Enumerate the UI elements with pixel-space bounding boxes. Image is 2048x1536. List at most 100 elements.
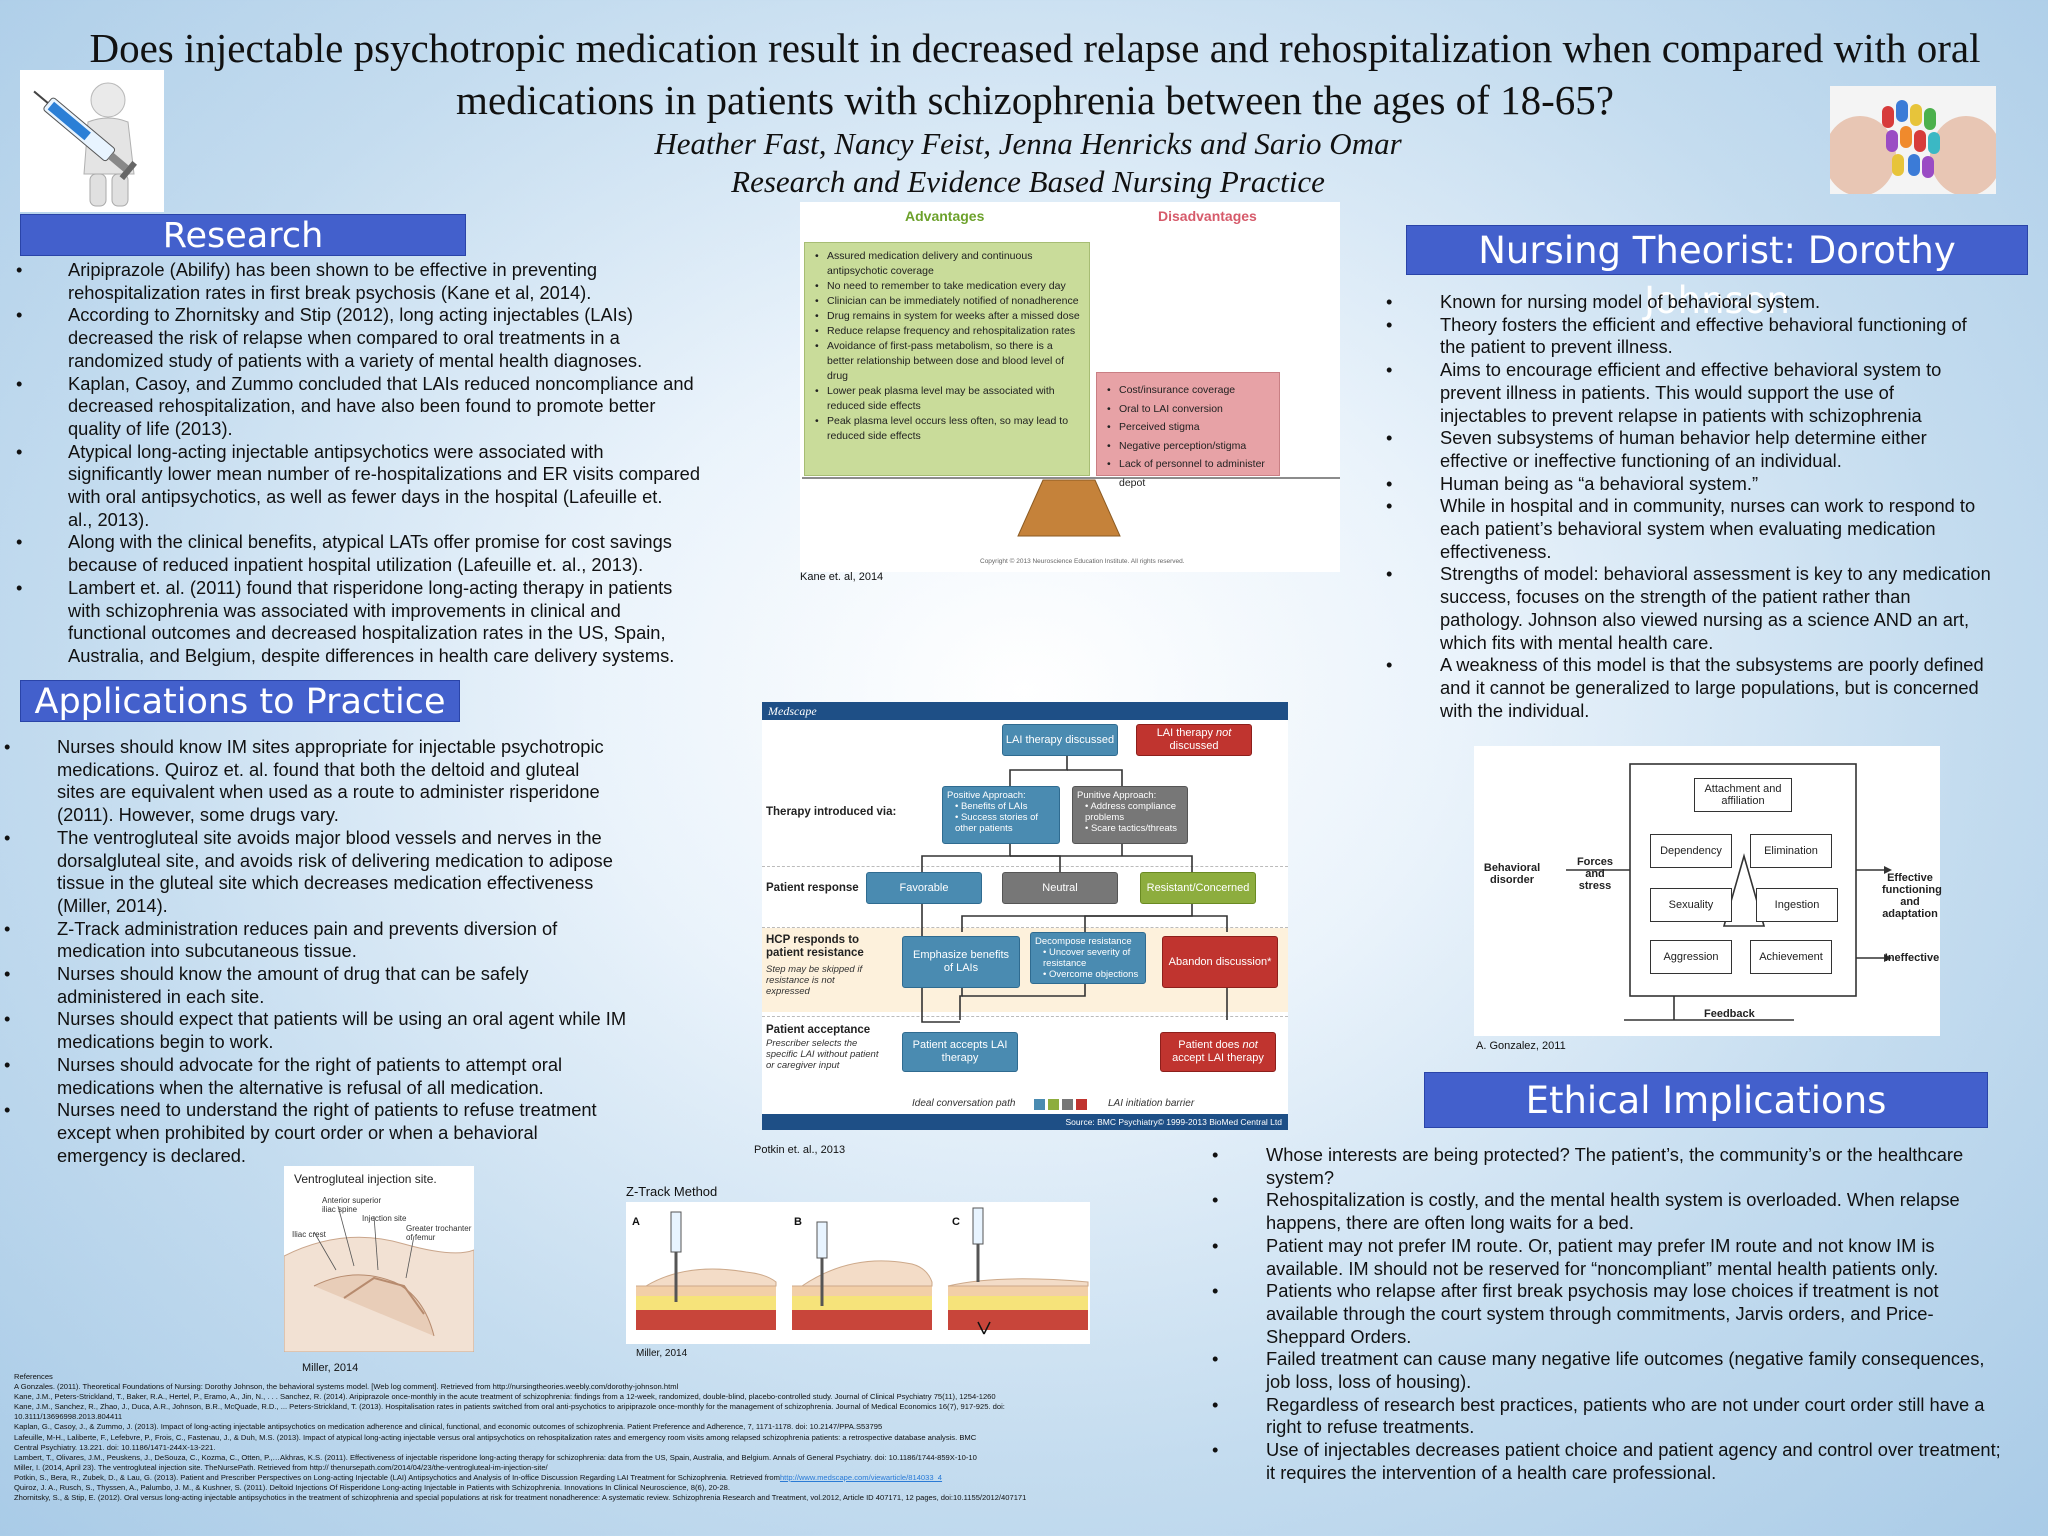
bullet-item: Regardless of research best practices, p… [1210,1394,2046,1439]
title-line-2: medications in patients with schizophren… [456,77,1614,123]
reference-text: Miller, I. (2014, April 23). The ventrog… [14,1462,548,1472]
potkin-link[interactable]: http://www.medscape.com/viewarticle/8140… [779,1472,943,1482]
label-trochanter: Greater trochanter of femur [406,1224,472,1242]
syringe-figure-image [20,70,164,212]
bullet-item: Z-Track administration reduces pain and … [2,918,722,963]
bullet-line: The ventrogluteal site avoids major bloo… [57,826,602,848]
legend-barrier: LAI initiation barrier [1108,1098,1195,1109]
bullet-line: with oral antipsychotics, as well as few… [68,486,663,508]
bullet-line: effectiveness. [1440,540,1552,562]
box-title: Decompose resistance [1035,936,1132,947]
bullet-line: emergency is declared. [57,1144,246,1166]
bullet-line: with schizophrenia was associated with i… [68,599,621,621]
bullet-line: injectables to prevent relapse in patien… [1440,404,1922,426]
authors: Heather Fast, Nancy Feist, Jenna Henrick… [654,126,1402,161]
feedback-label: Feedback [1704,1008,1755,1020]
reference-line: Kane, J.M., Sanchez, R., Zhao, J., Duca,… [14,1402,1204,1412]
bullet-line: functional outcomes and decreased hospit… [68,622,666,644]
bullet-line: happens, there are often long waits for … [1266,1212,1634,1234]
bullet-item: Atypical long-acting injectable antipsyc… [14,441,774,532]
ethics-heading: Ethical Implications [1424,1072,1988,1128]
behavioral-disorder-label: Behavioral disorder [1483,862,1541,886]
disadvantages-box: Cost/insurance coverageOral to LAI conve… [1096,372,1280,489]
bullet-item: Aripiprazole (Abilify) has been shown to… [14,259,774,304]
row-acceptance-sub: Prescriber selects the specific LAI with… [766,1038,879,1071]
advantage-item: Assured medication delivery and continuo… [815,249,1081,279]
pills-figure-image [1830,86,1996,194]
row-hcp-label: HCP responds to patient resistance [766,934,864,959]
bullet-item: Known for nursing model of behavioral sy… [1384,291,2034,314]
reference-line: Central Psychiatry. 13.221. doi: 10.1186… [14,1443,1204,1453]
bullet-line: Nurses should expect that patients will … [57,1008,627,1030]
bullet-line: pathology. Johnson also viewed nursing a… [1440,608,1970,630]
bullet-line: tissue in the gluteal site which decreas… [57,872,594,894]
advantage-item: No need to remember to take medication e… [815,279,1081,294]
bullet-item: Aims to encourage efficient and effectiv… [1384,359,2034,427]
references-heading: References [14,1372,53,1381]
advantage-item: Reduce relapse frequency and rehospitali… [815,324,1081,339]
box-item: • Address compliance problems [1085,801,1176,823]
bullet-line: Nurses should know IM sites appropriate … [57,736,604,757]
bullet-line: the patient to prevent illness. [1440,336,1673,358]
bullet-line: right to refuse treatments. [1266,1416,1475,1438]
bullet-line: randomized study of patients with a vari… [68,349,643,371]
box-title: Positive Approach: [947,790,1026,801]
punitive-approach-box: Punitive Approach:• Address compliance p… [1072,786,1188,844]
box-item: • Scare tactics/threats [1085,823,1178,834]
ineffective-label: Ineffective [1884,952,1940,964]
bullet-item: A weakness of this model is that the sub… [1384,654,2034,722]
reference-line: Quiroz, J. A., Rusch, S., Thyssen, A., P… [14,1483,1204,1493]
bullet-item: Strengths of model: behavioral assessmen… [1384,563,2034,654]
bullet-item: Nurses should advocate for the right of … [2,1054,722,1099]
neutral-box: Neutral [1002,872,1118,904]
row-therapy-label: Therapy introduced via: [766,806,897,818]
bullet-line: Australia, and Belgium, despite differen… [68,644,675,666]
row-response-label: Patient response [766,882,859,894]
bullet-line: Kaplan, Casoy, and Zummo concluded that … [68,372,694,394]
advantages-disadvantages-figure: Advantages Disadvantages Assured medicat… [800,202,1340,572]
bullet-line: each patient’s behavioral system when ev… [1440,518,1936,540]
bullet-line: available. IM should not be reserved for… [1266,1257,1939,1279]
bullet-line: A weakness of this model is that the sub… [1440,654,1984,676]
references: References A Gonzales. (2011). Theoretic… [14,1372,1204,1503]
advantages-title: Advantages [905,208,985,224]
row-acceptance-label: Patient acceptance [766,1024,871,1036]
lai-not-discussed-box: LAI therapy not discussed [1136,724,1252,756]
aggression-box: Aggression [1650,940,1732,974]
reference-text: Kane, J.M., Sanchez, R., Zhao, J., Duca,… [14,1402,1005,1412]
ventro-title: Ventrogluteal injection site. [294,1172,437,1186]
ventrogluteal-figure: Ventrogluteal injection site. Anterior s… [284,1166,474,1352]
not-accept-text: Patient does [1178,1039,1243,1051]
positive-approach-box: Positive Approach:• Benefits of LAIs• Su… [942,786,1060,844]
bullet-item: Patient may not prefer IM route. Or, pat… [1210,1235,2046,1280]
bullet-item: Whose interests are being protected? The… [1210,1144,2046,1189]
lai-discussed-box: LAI therapy discussed [1002,724,1118,756]
label-injection-site: Injection site [362,1214,407,1223]
bullet-line: According to Zhornitsky and Stip (2012),… [68,304,633,326]
legend-swatches [1034,1099,1088,1110]
bullet-line: quality of life (2013). [68,417,233,439]
box-item: • Benefits of LAIs [955,801,1028,812]
johnson-model-figure: Attachment and affiliation Dependency El… [1474,746,1942,1036]
johnson-connectors [1566,763,1892,1021]
bullet-line: Nurses need to understand the right of p… [57,1099,597,1121]
dependency-box: Dependency [1650,834,1732,868]
bullet-line: system? [1266,1166,1335,1188]
row-divider [762,1016,1288,1018]
bullet-line: rehospitalization rates in first break p… [68,281,592,303]
advantage-item: Drug remains in system for weeks after a… [815,309,1081,324]
balance-scale [802,477,1340,537]
disadvantage-item: Oral to LAI conversion [1107,400,1271,419]
research-heading: Research [20,214,466,256]
bullet-line: Human being as “a behavioral system.” [1440,472,1759,494]
applications-heading: Applications to Practice [20,680,460,722]
reference-text: Lafeuille, M-H., Laliberte, F., Lefebvre… [14,1432,977,1442]
not-accept-box: Patient does not accept LAI therapy [1160,1032,1276,1072]
bullet-item: Failed treatment can cause many negative… [1210,1348,2046,1393]
bullet-item: Along with the clinical benefits, atypic… [14,531,774,576]
reference-line: 10.3111/13696998.2013.804411 [14,1412,1204,1422]
bullet-line: Strengths of model: behavioral assessmen… [1440,563,1991,585]
favorable-box: Favorable [866,872,982,904]
bullet-item: Patients who relapse after first break p… [1210,1280,2046,1348]
ztrack-panel-c: C [952,1216,960,1228]
